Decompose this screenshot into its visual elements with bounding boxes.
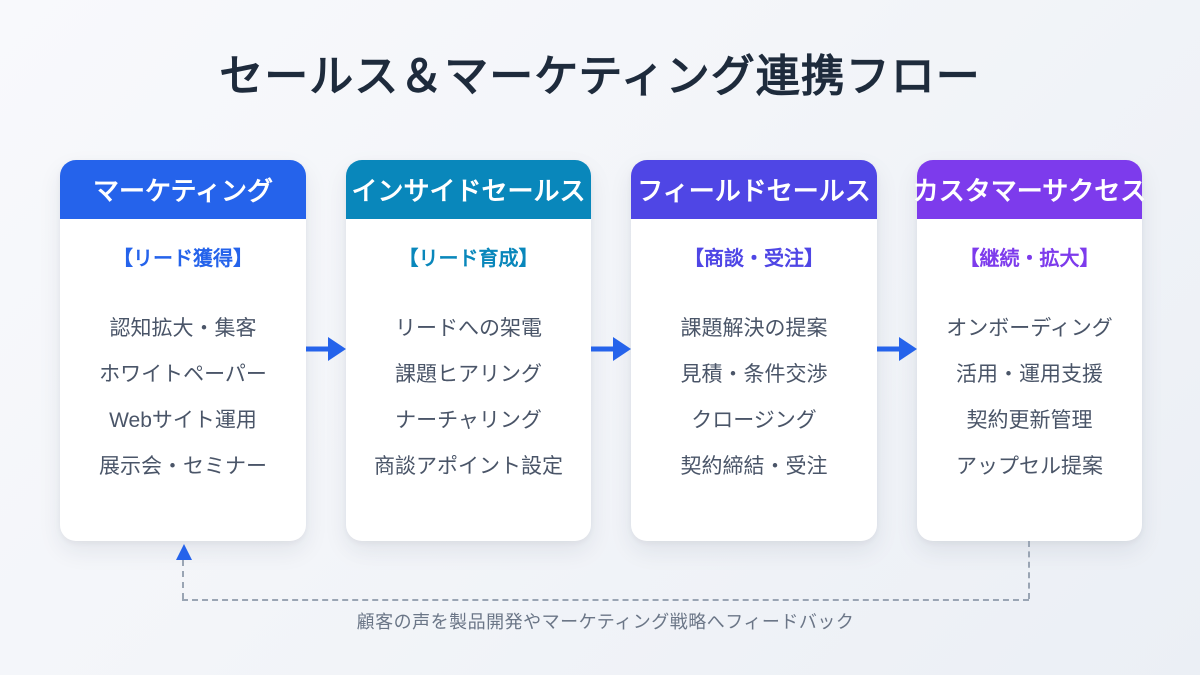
list-item: 契約締結・受注 <box>680 455 828 478</box>
card-marketing-subtitle: 【リード獲得】 <box>113 248 253 270</box>
list-item: リードへの架電 <box>395 317 542 340</box>
feedback-arrow-up-icon <box>176 544 192 560</box>
list-item: ホワイトペーパー <box>99 363 267 386</box>
card-customer-success: カスタマーサクセス 【継続・拡大】 オンボーディング 活用・運用支援 契約更新管… <box>913 160 1146 541</box>
card-field-sales-header: フィールドセールス <box>631 160 877 219</box>
card-field-sales-subtitle: 【商談・受注】 <box>684 248 824 270</box>
card-inside-sales-header: インサイドセールス <box>346 160 591 219</box>
feedback-dashed-line-left <box>182 560 184 599</box>
flow-arrow-right-icon <box>591 336 631 362</box>
list-item: アップセル提案 <box>956 455 1103 478</box>
card-inside-sales-subtitle: 【リード育成】 <box>398 248 539 270</box>
flow-arrow-right-icon <box>306 336 346 362</box>
list-item: 課題解決の提案 <box>680 317 828 340</box>
card-customer-success-subtitle: 【継続・拡大】 <box>959 248 1100 270</box>
list-item: 認知拡大・集客 <box>109 317 257 340</box>
card-marketing-items: 認知拡大・集客 ホワイトペーパー Webサイト運用 展示会・セミナー <box>60 306 306 490</box>
card-customer-success-items: オンボーディング 活用・運用支援 契約更新管理 アップセル提案 <box>917 306 1142 490</box>
card-marketing-header: マーケティング <box>60 160 306 219</box>
page-title: セールス＆マーケティング連携フロー <box>219 52 981 101</box>
flow-columns: マーケティング 【リード獲得】 認知拡大・集客 ホワイトペーパー Webサイト運… <box>60 160 1146 541</box>
flow-arrow-right-icon <box>877 336 917 362</box>
card-field-sales: フィールドセールス 【商談・受注】 課題解決の提案 見積・条件交渉 クロージング… <box>631 160 877 541</box>
list-item: ナーチャリング <box>395 409 542 432</box>
list-item: Webサイト運用 <box>109 409 257 432</box>
list-item: クロージング <box>691 409 817 432</box>
feedback-dashed-line-bottom <box>182 599 1029 601</box>
card-inside-sales: インサイドセールス 【リード育成】 リードへの架電 課題ヒアリング ナーチャリン… <box>346 160 591 541</box>
card-inside-sales-items: リードへの架電 課題ヒアリング ナーチャリング 商談アポイント設定 <box>346 306 591 490</box>
feedback-label: 顧客の声を製品開発やマーケティング戦略へフィードバック <box>356 612 855 632</box>
card-field-sales-items: 課題解決の提案 見積・条件交渉 クロージング 契約締結・受注 <box>631 306 877 490</box>
list-item: オンボーディング <box>946 317 1113 340</box>
list-item: 契約更新管理 <box>966 409 1093 432</box>
list-item: 商談アポイント設定 <box>374 455 563 478</box>
list-item: 展示会・セミナー <box>99 455 267 478</box>
list-item: 活用・運用支援 <box>956 363 1103 386</box>
card-customer-success-header: カスタマーサクセス <box>913 160 1146 219</box>
card-marketing: マーケティング 【リード獲得】 認知拡大・集客 ホワイトペーパー Webサイト運… <box>60 160 306 541</box>
list-item: 見積・条件交渉 <box>680 363 828 386</box>
feedback-dashed-line-right <box>1028 541 1030 599</box>
list-item: 課題ヒアリング <box>395 363 542 386</box>
